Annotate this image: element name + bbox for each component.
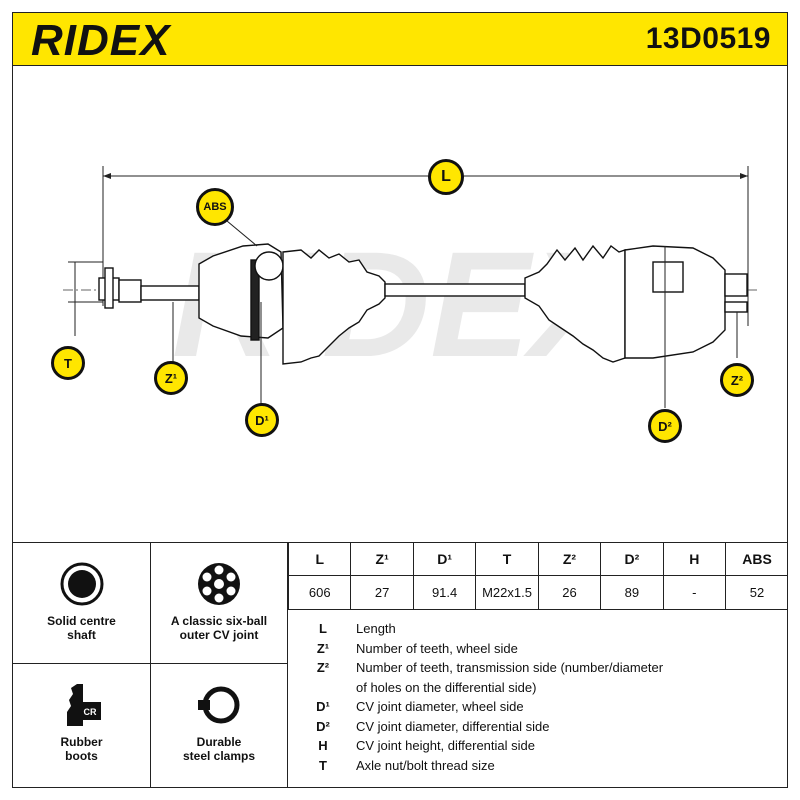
legend-key: L bbox=[319, 621, 327, 636]
technical-drawing: RIDEX bbox=[12, 66, 788, 542]
legend-key: D¹ bbox=[316, 699, 330, 714]
outer-boot bbox=[282, 249, 386, 365]
spec-header-abs: ABS bbox=[725, 543, 788, 576]
tag-length: L bbox=[428, 159, 464, 195]
wheel-spline bbox=[118, 279, 142, 303]
legend-row: Z¹ Number of teeth, wheel side bbox=[303, 639, 783, 659]
legend-key: Z² bbox=[316, 660, 330, 675]
legend-text: CV joint height, differential side bbox=[356, 738, 535, 753]
legend-key bbox=[303, 678, 343, 698]
six-ball-joint-icon bbox=[198, 563, 240, 605]
spec-header-z2: Z² bbox=[537, 543, 602, 576]
spec-table: L Z¹ D¹ T Z² D² H ABS 606 27 91.4 M22x1.… bbox=[287, 543, 788, 610]
spec-header-z1: Z¹ bbox=[350, 543, 414, 576]
feature-solid-shaft: Solid centre shaft bbox=[13, 543, 151, 664]
feature-label: Solid centre shaft bbox=[47, 614, 116, 642]
solid-shaft-icon bbox=[60, 562, 103, 606]
legend-row: of holes on the differential side) bbox=[303, 678, 783, 698]
spec-value-t: M22x1.5 bbox=[475, 575, 539, 610]
legend-row: D² CV joint diameter, differential side bbox=[303, 717, 783, 737]
legend-text: Axle nut/bolt thread size bbox=[356, 757, 495, 773]
feature-rubber-boots: CR Rubber boots bbox=[13, 664, 151, 788]
spec-header-row: L Z¹ D¹ T Z² D² H ABS bbox=[287, 543, 788, 576]
stub-shaft bbox=[140, 285, 200, 301]
legend-row: T Axle nut/bolt thread size bbox=[303, 756, 783, 776]
legend-key: T bbox=[319, 757, 327, 773]
ridex-logo: RIDEX bbox=[31, 19, 172, 61]
legend-text: of holes on the differential side) bbox=[356, 679, 537, 695]
transmission-spline bbox=[724, 273, 748, 297]
legend-text: CV joint diameter, differential side bbox=[356, 718, 550, 734]
legend-text: Length bbox=[356, 621, 396, 636]
legend-row: Z² Number of teeth, transmission side (nu… bbox=[303, 658, 783, 678]
tag-z1: Z¹ bbox=[154, 361, 188, 395]
part-number: 13D0519 bbox=[645, 22, 771, 55]
spec-panel: Solid centre shaft A classic six-ball ou… bbox=[12, 542, 788, 788]
boot-badge: CR bbox=[83, 707, 96, 717]
spec-value-d1: 91.4 bbox=[412, 575, 477, 610]
legend-row: D¹ CV joint diameter, wheel side bbox=[303, 697, 783, 717]
tag-abs: ABS bbox=[196, 188, 234, 226]
legend-text: Number of teeth, wheel side bbox=[356, 640, 518, 656]
feature-label: A classic six-ball outer CV joint bbox=[170, 614, 268, 642]
legend-key: D² bbox=[316, 718, 330, 734]
spec-header-d1: D¹ bbox=[412, 543, 477, 576]
tripod bbox=[652, 261, 684, 293]
tag-d2: D² bbox=[648, 409, 682, 443]
spec-header-h: H bbox=[662, 543, 727, 576]
abs-ring bbox=[250, 259, 260, 341]
legend-row: H CV joint height, differential side bbox=[303, 736, 783, 756]
tag-t: T bbox=[51, 346, 85, 380]
spec-value-d2: 89 bbox=[600, 575, 664, 610]
drive-shaft-diagram: RIDEX bbox=[63, 166, 758, 408]
feature-label: Rubber boots bbox=[60, 735, 103, 763]
legend-key: Z¹ bbox=[316, 640, 330, 656]
spec-value-row: 606 27 91.4 M22x1.5 26 89 - 52 bbox=[287, 575, 788, 610]
logo-text: RIDEX bbox=[31, 19, 172, 61]
rubber-boot-icon: CR bbox=[66, 684, 101, 726]
legend-text: CV joint diameter, wheel side bbox=[356, 699, 524, 714]
legend-text: Number of teeth, transmission side (numb… bbox=[356, 660, 664, 675]
centre-shaft bbox=[384, 283, 526, 297]
feature-label: Durable steel clamps bbox=[182, 735, 256, 763]
feature-six-ball-joint: A classic six-ball outer CV joint bbox=[151, 543, 288, 664]
tag-z2: Z² bbox=[720, 363, 754, 397]
spec-value-h: - bbox=[662, 575, 727, 610]
spec-value-z2: 26 bbox=[537, 575, 602, 610]
feature-steel-clamps: Durable steel clamps bbox=[151, 664, 288, 788]
tag-d1: D¹ bbox=[245, 403, 279, 437]
spec-value-l: 606 bbox=[287, 575, 352, 610]
legend-key: H bbox=[318, 738, 328, 753]
spec-header-l: L bbox=[287, 543, 352, 576]
spec-value-z1: 27 bbox=[350, 575, 414, 610]
spec-header-d2: D² bbox=[600, 543, 664, 576]
legend-row: L Length bbox=[303, 619, 783, 639]
header-bar: RIDEX 13D0519 bbox=[12, 12, 788, 66]
steel-clamp-icon bbox=[198, 686, 240, 724]
inner-cv-joint bbox=[624, 245, 726, 359]
spec-value-abs: 52 bbox=[725, 575, 788, 610]
legend: L Length Z¹ Number of teeth, wheel side Z²… bbox=[303, 619, 783, 775]
spec-header-t: T bbox=[475, 543, 539, 576]
